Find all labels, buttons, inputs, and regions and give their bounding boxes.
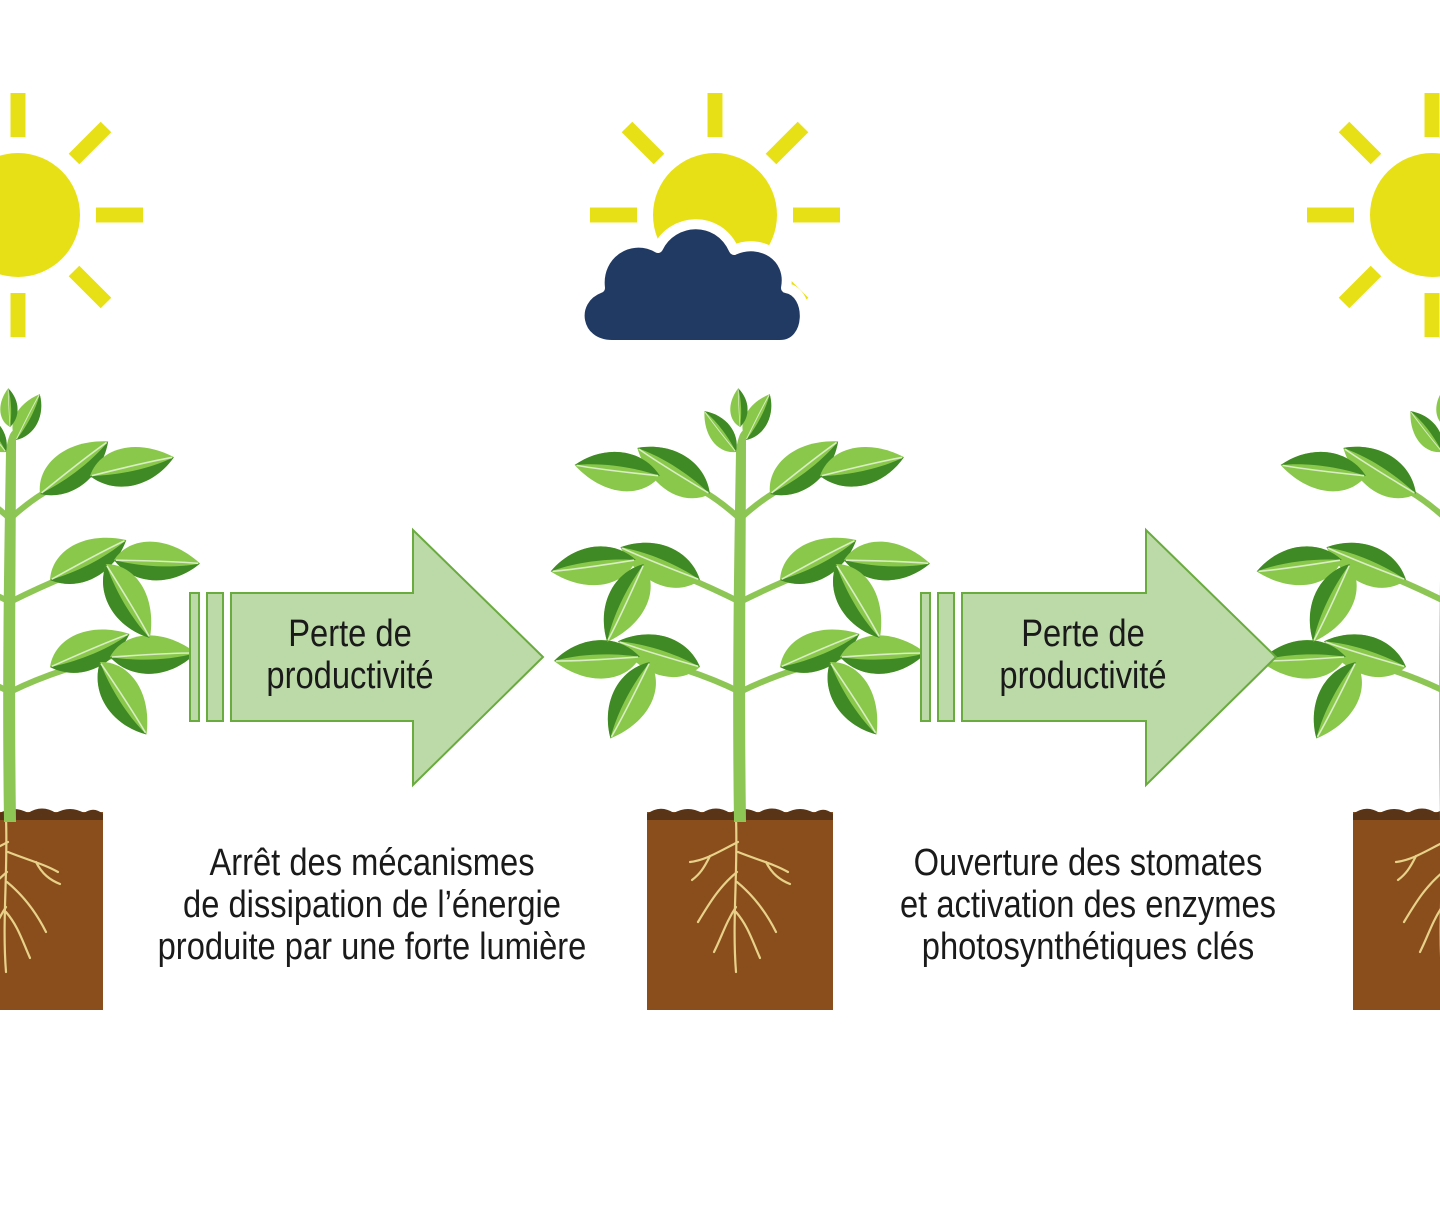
caption-2-line3: photosynthétiques clés (921, 926, 1255, 968)
arrow-1-label-line2: productivité (266, 655, 434, 697)
sun-icon-right (1307, 93, 1440, 337)
arrow-2-label-line1: Perte de (1021, 613, 1145, 655)
caption-2: Ouverture des stomates et activation des… (873, 842, 1303, 968)
caption-1-line2: de dissipation de l’énergie (183, 884, 561, 926)
sun-icon-left (0, 93, 143, 337)
arrow-1-label-line1: Perte de (288, 613, 412, 655)
caption-2-line2: et activation des enzymes (899, 884, 1277, 926)
caption-2-line1: Ouverture des stomates (913, 842, 1263, 884)
arrow-2-label: Perte de productivité (976, 613, 1191, 697)
arrow-2-label-line2: productivité (999, 655, 1167, 697)
caption-1: Arrêt des mécanismes de dissipation de l… (157, 842, 587, 968)
arrow-1 (189, 527, 545, 788)
caption-1-line1: Arrêt des mécanismes (209, 842, 535, 884)
sun-behind-cloud-icon (574, 93, 840, 350)
caption-1-line3: produite par une forte lumière (157, 926, 587, 968)
arrow-1-label: Perte de productivité (243, 613, 458, 697)
arrow-2 (920, 527, 1278, 788)
